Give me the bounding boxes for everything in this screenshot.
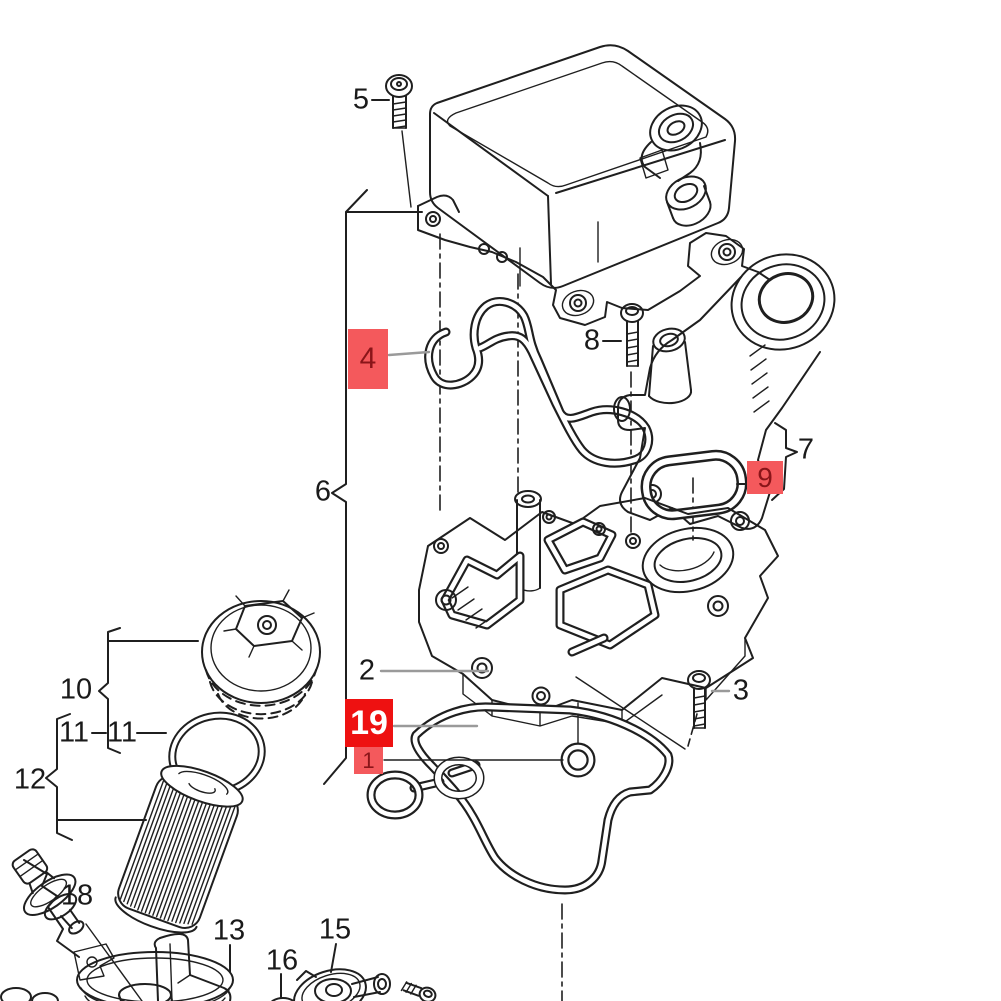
callout-5: 5 [352, 83, 370, 116]
callout-11a: 11 [58, 716, 90, 749]
oil-cooler [417, 44, 771, 326]
callout-1-highlighted: 1 [354, 747, 383, 774]
callout-3: 3 [732, 674, 750, 707]
callout-7: 7 [797, 433, 815, 466]
gasket-19 [366, 702, 674, 895]
brace-7 [771, 422, 798, 501]
bracket-13 [153, 933, 232, 1001]
brace-12 [45, 713, 147, 841]
callout-2: 2 [358, 654, 376, 687]
thermostat-15 [293, 943, 437, 1001]
gasket-4 [387, 297, 654, 468]
callout-15: 15 [318, 913, 352, 946]
filter-element-12 [114, 764, 244, 934]
callout-8: 8 [583, 324, 601, 357]
callout-18: 18 [60, 879, 94, 912]
bolt-3 [687, 670, 731, 729]
bolt-8 [602, 303, 644, 367]
callout-19-highlighted: 19 [345, 699, 393, 747]
brace-18 [23, 859, 80, 958]
brace-10 [98, 627, 199, 754]
filter-cap-10 [201, 589, 321, 720]
callout-12: 12 [13, 763, 47, 796]
callout-13: 13 [212, 914, 246, 947]
part-16 [270, 973, 296, 1001]
screw-5 [371, 74, 413, 129]
housing-2 [379, 490, 779, 727]
bracket-6 [323, 189, 423, 785]
cooler-base-plate [417, 194, 771, 326]
filter-head-7 [613, 253, 836, 531]
screw-small [400, 981, 437, 1001]
callout-4-highlighted: 4 [348, 329, 388, 389]
cooler-elbow [639, 104, 712, 227]
seal-9 [640, 449, 748, 521]
corner-parts [0, 987, 59, 1001]
callout-16: 16 [265, 944, 299, 977]
callout-10: 10 [59, 673, 93, 706]
callout-11b: 11 [106, 716, 138, 749]
callout-6: 6 [314, 475, 332, 508]
callout-9-highlighted: 9 [747, 461, 783, 494]
sensor-18 [11, 848, 115, 981]
